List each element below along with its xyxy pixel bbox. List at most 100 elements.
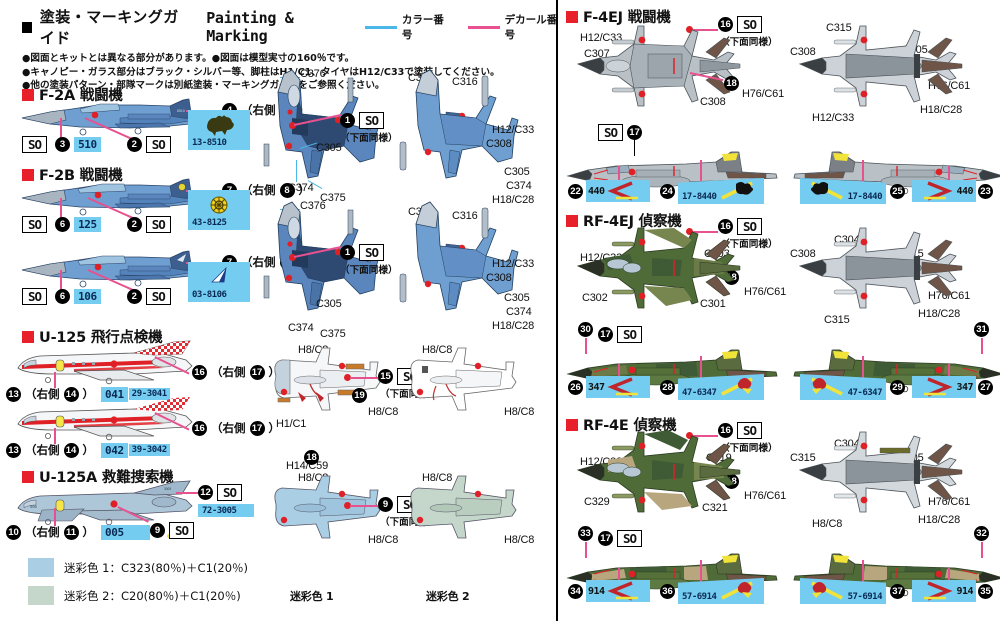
u125-plan-2: [386, 336, 546, 456]
rf4e-circle32-leader: [981, 542, 983, 558]
decal-22-label: 440: [588, 186, 605, 197]
f4ej-code-c308-bottom: C308: [700, 96, 726, 108]
rf4e-top-leader: [692, 435, 718, 437]
section-title-rf4ej: RF-4EJ 偵察機: [566, 210, 682, 231]
circle-14: 14: [63, 386, 79, 402]
f2-plan-bottom-2: [390, 198, 540, 328]
circle-16: 16: [718, 423, 733, 439]
section-title-f2a: F-2A 戦闘機: [22, 84, 123, 105]
circle-1: 1: [340, 245, 355, 261]
rf4e-dec37-leader: [862, 560, 864, 594]
rf4e-code-c315: C315: [790, 452, 816, 464]
f4ej-code-c308-r: C308: [790, 46, 816, 58]
circle-36: 36: [660, 584, 675, 599]
migi-label: （右側: [211, 421, 246, 435]
so-box: SO: [169, 522, 195, 540]
circle-16: 16: [192, 364, 207, 380]
f4ej-code-h12c33: H12/C33: [580, 32, 623, 44]
rf4ej-decal-dot-top: [686, 228, 693, 235]
circle-28: 28: [660, 380, 675, 395]
so-box-1: SO: [22, 136, 48, 154]
rf4e-right-circle: 32: [974, 526, 989, 541]
u125a-decal-plate: 72-3005: [198, 504, 254, 517]
f4ej-shita: （下面同様）: [720, 37, 778, 48]
circle-9: 9: [150, 523, 165, 539]
rf4e-code-h76c61: H76/C61: [744, 490, 787, 502]
svg-text:8510: 8510: [177, 109, 185, 113]
u125-title-text: U-125 飛行点検機: [39, 330, 163, 346]
rf4e-decal-35-circle: 35: [978, 584, 993, 599]
rf4ej-decal-28-plate: 47-6347: [678, 374, 764, 400]
circle-25: 25: [890, 184, 905, 199]
so-box: SO: [217, 484, 243, 502]
panther-emblem: [207, 115, 234, 136]
decal-37-label: 57-6914: [847, 592, 883, 602]
circle-18: 18: [304, 450, 319, 465]
circle-24: 24: [660, 184, 675, 199]
rf4e-decal-35-plate: 914: [912, 580, 976, 602]
rf4ej-shita: （下面同様）: [720, 239, 778, 250]
migi-label: （右側: [25, 525, 60, 539]
circle-2: 2: [126, 137, 142, 153]
plate-number: 13-8510: [192, 138, 227, 148]
decal-23-label: 440: [956, 186, 973, 197]
circle-11: 11: [63, 524, 79, 540]
rf4ej-code-h18c28: H18/C28: [918, 308, 961, 320]
migi-tail: ）: [298, 183, 311, 197]
arrow-circle-18: 18: [304, 450, 319, 465]
rf4ej-side-token: 17 SO: [598, 326, 643, 344]
circle-37: 37: [890, 584, 905, 599]
arrow-circle-19: 19: [352, 388, 367, 403]
f2a-side-view: 8510: [20, 96, 230, 142]
circle-32: 32: [974, 526, 989, 541]
circle-16: 16: [718, 17, 733, 33]
rf4ej-left-circle: 30: [578, 322, 593, 337]
f4ej-dec25-leader: [862, 160, 864, 194]
svg-text:005: 005: [30, 504, 37, 509]
f4ej-dec23-leader: [948, 166, 950, 192]
f4ej-dec22-leader: [618, 166, 620, 192]
so-box: SO: [617, 530, 643, 548]
rf4ej-decal-26-plate: 347: [586, 376, 650, 398]
section-title-f2b: F-2B 戦闘機: [22, 164, 123, 185]
code-c316-d: C316: [452, 210, 478, 222]
so-box-1: SO: [22, 288, 48, 306]
plate-number: 03-8106: [192, 290, 227, 300]
camo-label-2: 迷彩色 2：C20(80％)＋C1(20％): [64, 588, 241, 603]
circle-number-2: 8: [279, 182, 295, 198]
decal-dot-4: [344, 502, 351, 509]
circle-29: 29: [890, 380, 905, 395]
rf4e-top-token: 16 SO: [718, 422, 763, 440]
u125-leader-1: [54, 372, 56, 388]
code-c376-b: C376: [300, 200, 326, 212]
decal-34-label: 914: [588, 586, 605, 597]
f2-plan-token-2: 1 SO: [340, 244, 385, 262]
red-square-icon: [22, 88, 34, 101]
decal-29-label: 47-6347: [847, 388, 883, 398]
f2a-decal-plate: 13-8510: [188, 110, 250, 150]
blue-arrow-emblem: [211, 266, 227, 283]
rf4ej-top-leader: [692, 231, 718, 233]
camo-swatch-2: [28, 586, 54, 605]
f4ej-code-c307: C307: [584, 48, 610, 60]
f4ej-code-h76c61: H76/C61: [742, 88, 785, 100]
code-h18c28-a: H18/C28: [492, 194, 535, 206]
camo1-plan-label: 迷彩色 1: [290, 590, 334, 603]
rf4ej-decal-29-plate: 47-6347: [800, 374, 886, 400]
red-square-icon: [22, 470, 34, 483]
rf4ej-circle31-leader: [981, 338, 983, 354]
note-line-2: ●キャノピー・ガラス部分はブラック・シルバー等、脚柱はH1/C1、タイヤはH12…: [22, 66, 500, 78]
f4ej-decal-24-plate: 17-8440: [678, 178, 764, 204]
rf4e-code-c321: C321: [702, 502, 728, 514]
rf4e-code-h76c61-r: H76/C61: [928, 496, 971, 508]
rf4ej-circle30-leader: [585, 338, 587, 354]
u125a-left-callout: 10 （右側 11 ） 005: [6, 524, 150, 540]
decal-26-label: 347: [588, 382, 605, 393]
rf4ej-decal-29-circle: 29: [890, 380, 905, 395]
rf4ej-code-h76c61: H76/C61: [744, 286, 787, 298]
rf4ej-plan-top: [574, 218, 754, 318]
f2b-title-text: F-2B 戦闘機: [39, 168, 123, 184]
code-c305-a: C305: [316, 142, 342, 154]
legend-color-label: カラー番号: [401, 14, 444, 41]
f4ej-side-leader: [634, 138, 636, 156]
